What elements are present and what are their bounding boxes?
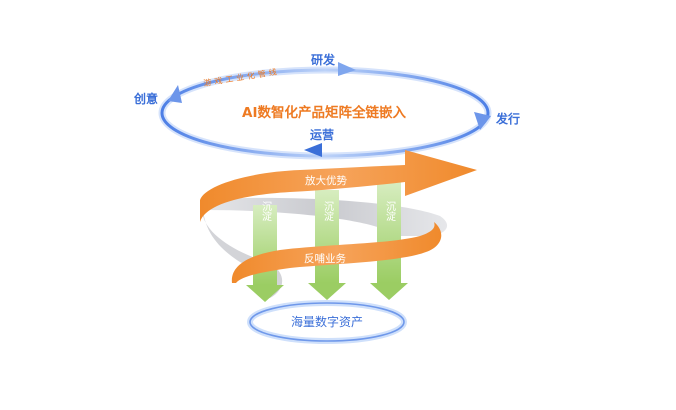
ring-arrow-bottom-icon (304, 143, 322, 157)
stage-research: 研发 (311, 52, 336, 67)
asset-pool-label: 海量数字资产 (291, 314, 363, 329)
sediment-label-2: 沉淀 (322, 200, 334, 221)
spiral-upper-arrow (200, 150, 477, 222)
sediment-arrow-3 (370, 182, 408, 300)
ring-arrow-right-icon (474, 112, 491, 130)
core-title: AI数智化产品矩阵全链嵌入 (242, 104, 406, 121)
spiral-lower-ribbon (231, 222, 442, 283)
stage-operation: 运营 (310, 127, 334, 142)
spiral-upper-label: 放大优势 (305, 174, 347, 187)
ring-arrow-top-icon (338, 62, 356, 76)
arc-label-pipeline: 游戏工业化管线 (203, 66, 281, 88)
sediment-label-3: 沉淀 (384, 200, 396, 221)
ring-arrow-left-icon (168, 85, 182, 103)
stage-creative: 创意 (133, 91, 158, 106)
cycle-ring (158, 66, 492, 160)
stage-release: 发行 (495, 111, 520, 126)
sediment-arrow-2 (308, 190, 346, 300)
sediment-label-1: 沉淀 (260, 200, 272, 221)
asset-pool (247, 300, 407, 344)
spiral-lower-label: 反哺业务 (304, 252, 346, 265)
